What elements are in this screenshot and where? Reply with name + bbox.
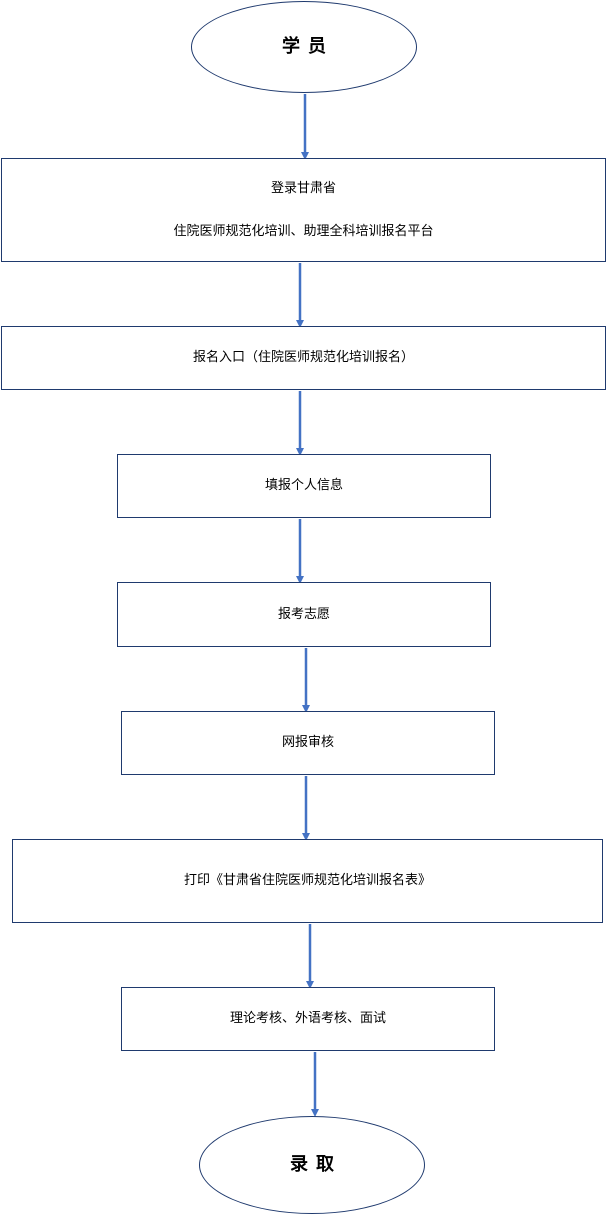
start-node-label: 学员: [282, 36, 334, 58]
step-print-form-label: 打印《甘肃省住院医师规范化培训报名表》: [183, 873, 431, 889]
step-volunteer-choice: 报考志愿: [117, 582, 491, 647]
step-login-platform-line1: 登录甘肃省: [270, 180, 336, 196]
step-personal-info: 填报个人信息: [117, 454, 491, 518]
step-online-review-label: 网报审核: [281, 735, 334, 751]
step-assessment: 理论考核、外语考核、面试: [121, 987, 495, 1051]
step-assessment-label: 理论考核、外语考核、面试: [229, 1011, 386, 1027]
start-node: 学员: [191, 1, 417, 93]
step-online-review: 网报审核: [121, 711, 495, 775]
step-login-platform: 登录甘肃省 住院医师规范化培训、助理全科培训报名平台: [1, 158, 606, 262]
end-node: 录取: [199, 1116, 425, 1214]
step-personal-info-label: 填报个人信息: [264, 478, 343, 494]
step-registration-entry-label: 报名入口（住院医师规范化培训报名）: [192, 350, 414, 366]
step-login-platform-line2: 住院医师规范化培训、助理全科培训报名平台: [173, 223, 434, 239]
step-volunteer-choice-label: 报考志愿: [277, 606, 330, 622]
end-node-label: 录取: [290, 1154, 342, 1176]
step-registration-entry: 报名入口（住院医师规范化培训报名）: [1, 326, 606, 390]
step-print-form: 打印《甘肃省住院医师规范化培训报名表》: [12, 839, 603, 923]
